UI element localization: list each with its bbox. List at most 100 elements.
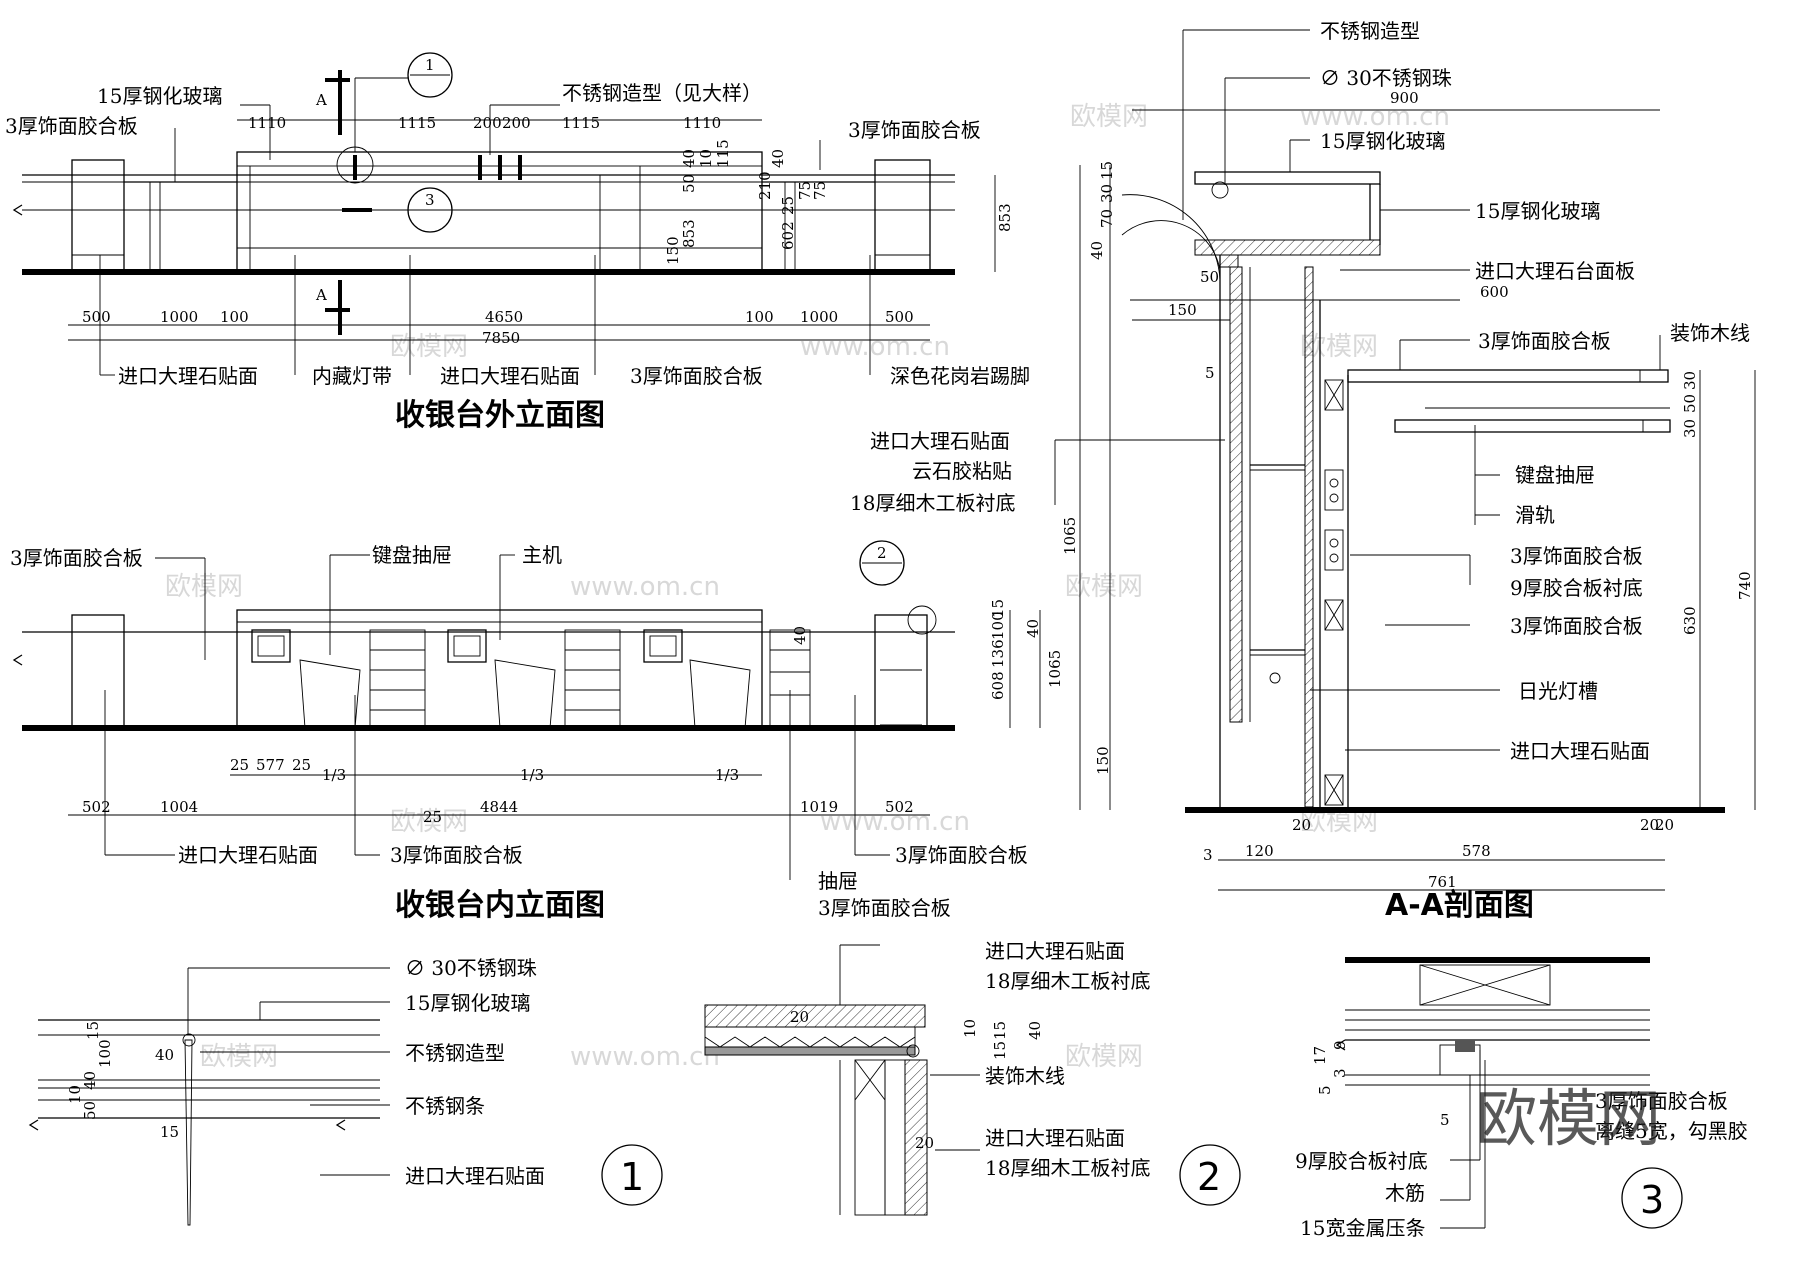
- dim: 75: [811, 181, 829, 200]
- dim: 17: [1311, 1046, 1329, 1065]
- dim: 1/3: [520, 766, 544, 784]
- label-wood-line: 装饰木线: [1670, 321, 1750, 345]
- dim: 50: [680, 174, 698, 193]
- watermark: 欧模网: [1065, 1042, 1143, 1072]
- battens: [1324, 379, 1344, 806]
- dim: 40: [769, 149, 787, 168]
- left-pier: [71, 614, 125, 729]
- dim: 4650: [485, 308, 523, 326]
- watermark-url: www.om.cn: [570, 1042, 720, 1072]
- dim-height: 853: [996, 203, 1014, 232]
- dim: 150: [1168, 301, 1197, 319]
- label-board18: 18厚细木工板衬底: [985, 969, 1150, 993]
- dim: 15: [991, 1021, 1009, 1040]
- dim: 1000: [800, 308, 838, 326]
- dim: 30: [1681, 419, 1699, 438]
- glass-top: [1194, 171, 1381, 185]
- marble-slab: [704, 1004, 926, 1028]
- label-glass: 15厚钢化玻璃: [97, 84, 222, 108]
- watermark: 欧模网: [1065, 572, 1143, 602]
- label-marble-face: 进口大理石贴面: [1510, 739, 1650, 763]
- inner-panel: [1304, 266, 1314, 808]
- dim: 30: [1681, 371, 1699, 390]
- dim: 200: [473, 114, 502, 132]
- dim: 602: [779, 221, 797, 250]
- dim-total: 7850: [482, 329, 520, 347]
- dim: 5: [1205, 364, 1215, 382]
- dim: 15: [160, 1123, 179, 1141]
- marble-top: [1194, 239, 1381, 256]
- drawers: [299, 629, 811, 729]
- label-light-slot: 日光灯槽: [1518, 679, 1598, 703]
- dim: 3: [1331, 1068, 1349, 1078]
- dim: 1115: [562, 114, 600, 132]
- dim: 40: [791, 626, 809, 645]
- label-keyboard: 键盘抽屉: [372, 543, 452, 567]
- label-plywood: 3厚饰面胶合板: [10, 546, 143, 570]
- dim: 1115: [398, 114, 436, 132]
- label-steel-shape: 不锈钢造型: [1320, 19, 1420, 43]
- label-glass: 15厚钢化玻璃: [405, 991, 530, 1015]
- dim: 100: [96, 1039, 114, 1068]
- label-steel-ball: ∅ 30不锈钢珠: [1320, 66, 1452, 90]
- watermark-url: www.om.cn: [820, 807, 970, 837]
- dim: 1019: [800, 798, 838, 816]
- watermark-url: www.om.cn: [800, 332, 950, 362]
- section-marker: A: [315, 286, 327, 304]
- dim: 577: [256, 756, 285, 774]
- label-plywood: 3厚饰面胶合板: [895, 843, 1028, 867]
- outer-elevation: A A 1 3 1110 1115 200 200 1115 1110 500 …: [5, 52, 1030, 433]
- dim: 853: [680, 219, 698, 248]
- label-plywood: 3厚饰面胶合板: [848, 118, 981, 142]
- watermark: 欧模网: [390, 332, 468, 362]
- left-pier: [71, 159, 125, 273]
- label-plywood: 3厚饰面胶合板: [390, 843, 523, 867]
- dim: 25: [779, 196, 797, 215]
- dim: 150: [1094, 746, 1112, 775]
- detail-number: 1: [620, 1155, 644, 1199]
- dim: 25: [230, 756, 249, 774]
- watermark-url: www.om.cn: [1300, 102, 1450, 132]
- dim: 40: [81, 1071, 99, 1090]
- dim: 15: [84, 1021, 102, 1040]
- label-plywood: 3厚饰面胶合板: [1510, 614, 1643, 638]
- label-plywood: 3厚饰面胶合板: [1510, 544, 1643, 568]
- detail-3: 3厚饰面胶合板 离缝5宽，勾黑胶 9厚胶合板衬底 木筋 15宽金属压条 17 9…: [1295, 957, 1748, 1240]
- dim: 3: [1203, 846, 1213, 864]
- dim: 210: [756, 171, 774, 200]
- dim: 75: [796, 181, 814, 200]
- right-cabinet: [874, 614, 928, 729]
- dim: 120: [1245, 842, 1274, 860]
- dim: 30: [1098, 184, 1116, 203]
- label-hidden-light: 内藏灯带: [312, 364, 392, 388]
- front-panel: [1229, 266, 1243, 723]
- label-plywood: 3厚饰面胶合板: [1478, 329, 1611, 353]
- brand-watermark: 欧模网: [1475, 1082, 1661, 1155]
- dim: 1110: [248, 114, 286, 132]
- dim: 15: [989, 599, 1007, 618]
- label-host: 主机: [522, 543, 562, 567]
- dim: 578: [1462, 842, 1491, 860]
- label-ply9: 9厚胶合板衬底: [1510, 576, 1643, 600]
- title-outer-elevation: 收银台外立面图: [395, 398, 605, 433]
- monitors: [251, 629, 683, 663]
- dim: 25: [423, 808, 442, 826]
- label-plywood: 3厚饰面胶合板: [5, 114, 138, 138]
- label-keyboard: 键盘抽屉: [1515, 463, 1595, 487]
- dim: 9: [1331, 1040, 1349, 1050]
- detail-number-circle: [601, 1144, 663, 1206]
- label-steel-shape: 不锈钢造型: [405, 1041, 505, 1065]
- dim: 500: [82, 308, 111, 326]
- dim: 40: [680, 149, 698, 168]
- detail-2: 进口大理石贴面 18厚细木工板衬底 装饰木线 进口大理石贴面 18厚细木工板衬底…: [704, 939, 1241, 1216]
- label-marble: 进口大理石贴面: [178, 843, 318, 867]
- watermark: 欧模网: [200, 1042, 278, 1072]
- dim: 150: [664, 236, 682, 265]
- dim: 600: [1480, 283, 1509, 301]
- dim: 1110: [683, 114, 721, 132]
- dim: 761: [1428, 873, 1457, 891]
- label-metal-strip: 15宽金属压条: [1300, 1216, 1425, 1240]
- dim: 100: [989, 611, 1007, 640]
- label-steel-ball: ∅ 30不锈钢珠: [405, 956, 537, 980]
